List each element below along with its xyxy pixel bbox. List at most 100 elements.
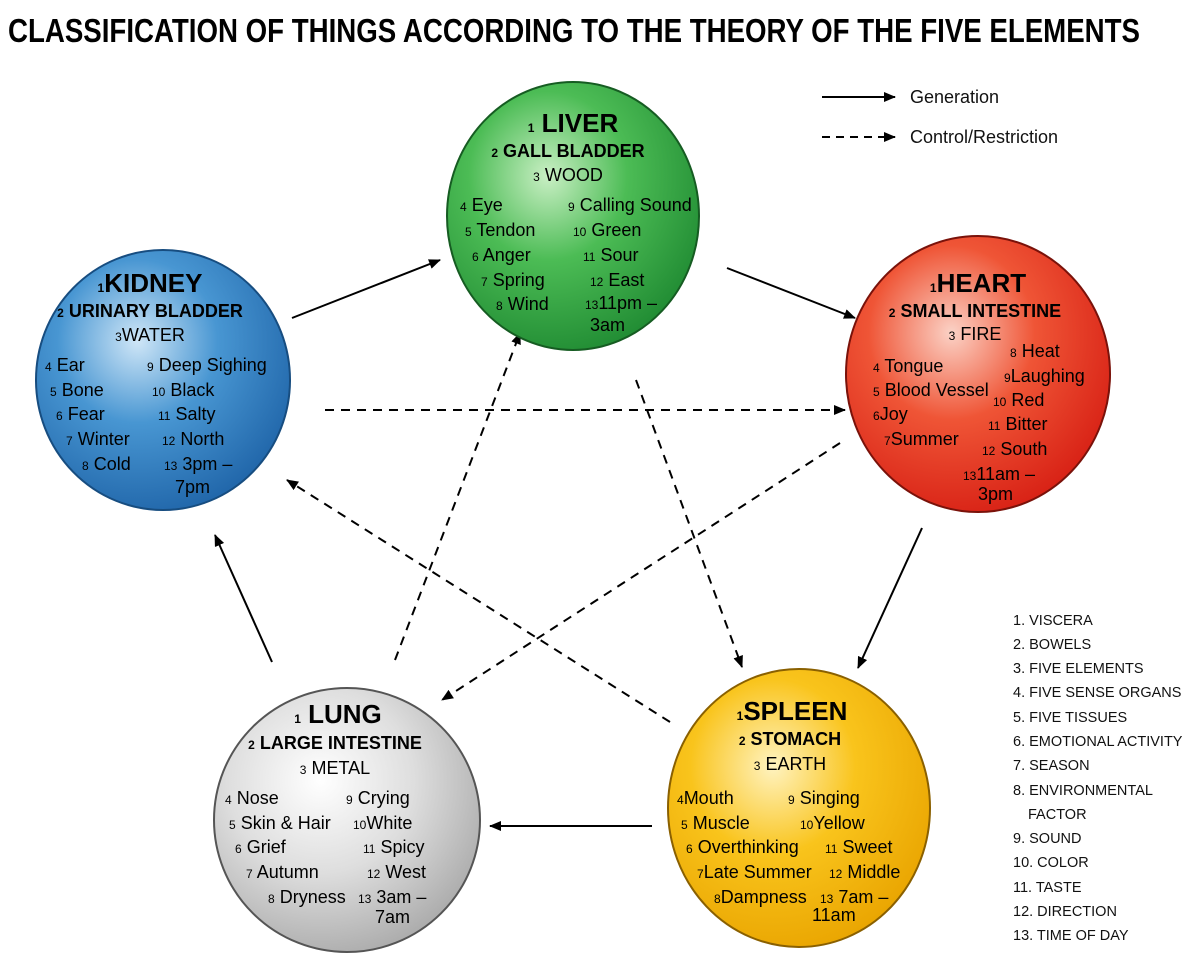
svg-text:2 GALL BLADDER: 2 GALL BLADDER xyxy=(491,141,644,161)
svg-text:12 West: 12 West xyxy=(367,862,426,882)
svg-text:7am: 7am xyxy=(375,907,410,927)
svg-text:5 Muscle: 5 Muscle xyxy=(681,813,750,833)
svg-text:2 URINARY BLADDER: 2 URINARY BLADDER xyxy=(57,301,243,321)
svg-text:8 Heat: 8 Heat xyxy=(1010,341,1060,361)
arrow-kidney-liver xyxy=(291,259,441,319)
arrow-heart-spleen xyxy=(857,527,923,669)
svg-text:7 Spring: 7 Spring xyxy=(481,270,545,290)
generation-arrows xyxy=(214,259,923,831)
svg-text:12 North: 12 North xyxy=(162,429,224,449)
legend-control: Control/Restriction xyxy=(910,127,1058,147)
svg-text:7pm: 7pm xyxy=(175,477,210,497)
svg-text:10 Black: 10 Black xyxy=(152,380,215,400)
key-item: 3. FIVE ELEMENTS xyxy=(1013,661,1144,677)
svg-text:9 Calling Sound: 9 Calling Sound xyxy=(568,195,692,215)
key-item: FACTOR xyxy=(1028,807,1087,823)
svg-text:1SPLEEN: 1SPLEEN xyxy=(737,696,848,726)
key-item: 2. BOWELS xyxy=(1013,637,1091,653)
svg-text:9 Deep Sighing: 9 Deep Sighing xyxy=(147,355,267,375)
svg-text:8 Wind: 8 Wind xyxy=(496,294,549,314)
svg-text:13 7am –: 13 7am – xyxy=(820,887,888,907)
arrow-liver-heart xyxy=(726,267,856,319)
svg-text:13 3pm –: 13 3pm – xyxy=(164,454,232,474)
key-item: 11. TASTE xyxy=(1013,880,1082,896)
svg-text:3pm: 3pm xyxy=(978,484,1013,504)
svg-text:5 Tendon: 5 Tendon xyxy=(465,220,535,240)
arrow-spleen-kidney xyxy=(286,479,671,723)
svg-text:5 Skin & Hair: 5 Skin & Hair xyxy=(229,813,331,833)
arrow-liver-spleen xyxy=(635,379,743,668)
svg-text:2 STOMACH: 2 STOMACH xyxy=(739,729,841,749)
svg-text:1HEART: 1HEART xyxy=(930,268,1026,298)
svg-text:10White: 10White xyxy=(353,813,412,833)
arrow-lung-liver xyxy=(394,332,521,661)
svg-text:3WATER: 3WATER xyxy=(115,325,185,345)
svg-text:3 WOOD: 3 WOOD xyxy=(533,165,603,185)
key-item: 8. ENVIRONMENTAL xyxy=(1013,783,1153,799)
key-item: 1. VISCERA xyxy=(1013,613,1093,629)
svg-text:3 METAL: 3 METAL xyxy=(300,758,370,778)
svg-text:9 Crying: 9 Crying xyxy=(346,788,410,808)
svg-text:10Yellow: 10Yellow xyxy=(800,813,866,833)
kidney-circle: 1KIDNEY 2 URINARY BLADDER 3WATER 4 Ear 5… xyxy=(35,249,291,511)
svg-text:8Dampness: 8Dampness xyxy=(714,887,807,907)
key-item: 12. DIRECTION xyxy=(1013,904,1117,920)
spleen-circle: 1SPLEEN 2 STOMACH 3 EARTH 4Mouth 5 Muscl… xyxy=(667,668,931,948)
svg-text:6 Grief: 6 Grief xyxy=(235,837,287,857)
key-item: 10. COLOR xyxy=(1013,855,1089,871)
key-item: 4. FIVE SENSE ORGANS xyxy=(1013,685,1181,701)
svg-text:3am: 3am xyxy=(590,315,625,335)
svg-text:9Laughing: 9Laughing xyxy=(1004,366,1085,386)
svg-text:1KIDNEY: 1KIDNEY xyxy=(98,268,203,298)
diagram-title: CLASSIFICATION OF THINGS ACCORDING TO TH… xyxy=(8,12,1140,49)
svg-text:6 Fear: 6 Fear xyxy=(56,404,105,424)
svg-text:1 LUNG: 1 LUNG xyxy=(294,699,382,729)
svg-text:7 Winter: 7 Winter xyxy=(66,429,130,449)
svg-text:1311pm –: 1311pm – xyxy=(585,293,657,313)
svg-text:4 Eye: 4 Eye xyxy=(460,195,503,215)
svg-text:11 Spicy: 11 Spicy xyxy=(363,837,425,857)
key-item: 13. TIME OF DAY xyxy=(1013,928,1129,944)
svg-text:11 Salty: 11 Salty xyxy=(158,404,216,424)
svg-text:9 Singing: 9 Singing xyxy=(788,788,860,808)
svg-text:2 SMALL INTESTINE: 2 SMALL INTESTINE xyxy=(889,301,1061,321)
svg-text:10 Red: 10 Red xyxy=(993,390,1044,410)
svg-text:2 LARGE INTESTINE: 2 LARGE INTESTINE xyxy=(248,733,422,753)
svg-text:12 East: 12 East xyxy=(590,270,644,290)
key-list: 1. VISCERA 2. BOWELS 3. FIVE ELEMENTS 4.… xyxy=(1013,613,1183,944)
svg-text:6 Overthinking: 6 Overthinking xyxy=(686,837,799,857)
key-item: 9. SOUND xyxy=(1013,831,1082,847)
svg-text:8 Cold: 8 Cold xyxy=(82,454,131,474)
svg-text:3 EARTH: 3 EARTH xyxy=(754,754,826,774)
svg-text:11 Sweet: 11 Sweet xyxy=(825,837,893,857)
svg-text:4 Nose: 4 Nose xyxy=(225,788,279,808)
svg-text:7Summer: 7Summer xyxy=(884,429,959,449)
arrow-lung-kidney xyxy=(214,534,273,663)
svg-text:11 Sour: 11 Sour xyxy=(583,245,639,265)
key-item: 5. FIVE TISSUES xyxy=(1013,710,1127,726)
svg-text:1311am –: 1311am – xyxy=(963,464,1035,484)
control-arrows xyxy=(286,332,846,723)
svg-text:1 LIVER: 1 LIVER xyxy=(528,108,619,138)
svg-text:11 Bitter: 11 Bitter xyxy=(988,414,1048,434)
svg-text:6 Anger: 6 Anger xyxy=(472,245,531,265)
svg-text:5 Blood Vessel: 5 Blood Vessel xyxy=(873,380,989,400)
legend: Generation Control/Restriction xyxy=(822,87,1058,147)
key-item: 7. SEASON xyxy=(1013,758,1090,774)
svg-text:7 Autumn: 7 Autumn xyxy=(246,862,319,882)
svg-text:4 Tongue: 4 Tongue xyxy=(873,356,943,376)
svg-text:3 FIRE: 3 FIRE xyxy=(949,324,1002,344)
lung-circle: 1 LUNG 2 LARGE INTESTINE 3 METAL 4 Nose … xyxy=(213,687,481,953)
svg-text:4Mouth: 4Mouth xyxy=(677,788,734,808)
svg-text:8 Dryness: 8 Dryness xyxy=(268,887,346,907)
liver-circle: 1 LIVER 2 GALL BLADDER 3 WOOD 4 Eye 5 Te… xyxy=(446,81,700,351)
key-item: 6. EMOTIONAL ACTIVITY xyxy=(1013,734,1183,750)
legend-generation: Generation xyxy=(910,87,999,107)
svg-text:6Joy: 6Joy xyxy=(873,404,908,424)
svg-text:12 Middle: 12 Middle xyxy=(829,862,900,882)
svg-text:13 3am –: 13 3am – xyxy=(358,887,426,907)
svg-text:11am: 11am xyxy=(812,905,856,925)
heart-circle: 1HEART 2 SMALL INTESTINE 3 FIRE 4 Tongue… xyxy=(845,235,1111,513)
svg-text:12 South: 12 South xyxy=(982,439,1047,459)
